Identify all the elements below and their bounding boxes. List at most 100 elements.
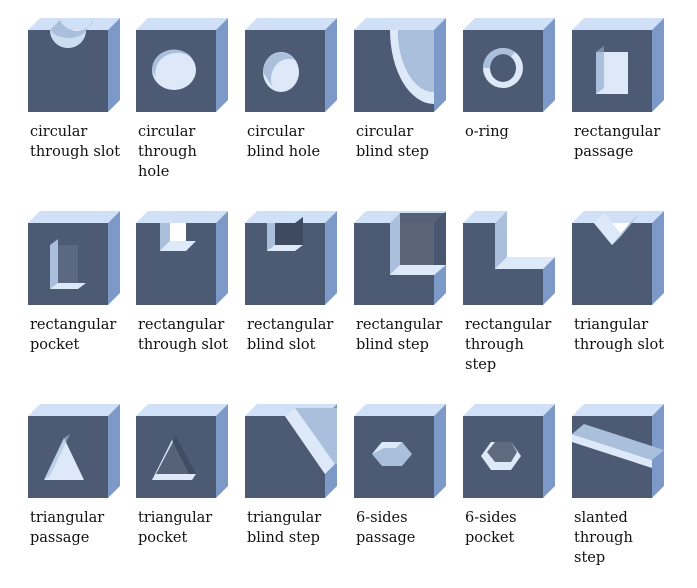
feature-label-line: through slot — [30, 144, 121, 160]
feature-label: triangular blind step — [247, 508, 357, 548]
feature-label-line: hole — [138, 164, 170, 180]
feature-label-line: pocket — [465, 530, 515, 546]
block-rectangular-blind-slot-icon — [245, 211, 337, 305]
side-face — [325, 18, 337, 112]
side-face — [543, 18, 555, 112]
feature-label-line: 6-sides — [465, 510, 517, 526]
top-face — [28, 211, 120, 223]
feature-label-line: blind step — [356, 337, 429, 353]
feature-label-line: rectangular — [465, 317, 552, 333]
feature-label-line: passage — [574, 144, 634, 160]
block-circular-through-slot-icon — [28, 18, 120, 112]
top-face — [463, 18, 555, 30]
feature-item-triangular-blind-step: triangular blind step — [245, 398, 357, 588]
feature-label-line: blind hole — [247, 144, 321, 160]
feature-label-line: through — [465, 337, 524, 353]
feature-label-line: rectangular — [138, 317, 225, 333]
top-face — [463, 404, 555, 416]
side-face — [216, 18, 228, 112]
feature-label-line: through slot — [138, 337, 229, 353]
feature-label: circular blind hole — [247, 122, 357, 162]
feature-label-line: circular — [30, 124, 88, 140]
feature-label: circular through slot — [30, 122, 140, 162]
feature-item-circular-blind-hole: circular blind hole — [245, 12, 357, 202]
feature-label-line: through slot — [574, 337, 665, 353]
feature-label-line: pocket — [30, 337, 80, 353]
feature-item-slanted-through-step: slanted through step — [572, 398, 684, 588]
feature-label-line: triangular — [138, 510, 213, 526]
block-circular-blind-step-icon — [354, 18, 446, 112]
block-rectangular-through-step-icon — [463, 211, 555, 305]
feature-label: slanted through step — [574, 508, 684, 568]
feature-label-line: through — [138, 144, 197, 160]
top-face — [136, 404, 228, 416]
feature-label-line: circular — [138, 124, 196, 140]
feature-item-o-ring: o-ring — [463, 12, 575, 202]
feature-label-line: circular — [356, 124, 414, 140]
feature-label-line: slanted — [574, 510, 628, 526]
feature-label-line: rectangular — [30, 317, 117, 333]
feature-label: rectangular through step — [465, 315, 575, 375]
block-triangular-passage-icon — [28, 404, 120, 498]
feature-label-line: blind step — [247, 530, 320, 546]
block-triangular-pocket-icon — [136, 404, 228, 498]
feature-item-rectangular-through-slot: rectangular through slot — [136, 205, 248, 395]
feature-label-line: triangular — [30, 510, 105, 526]
feature-item-triangular-through-slot: triangular through slot — [572, 205, 684, 395]
feature-label: circular through hole — [138, 122, 248, 182]
top-face — [136, 18, 228, 30]
top-face — [245, 18, 337, 30]
feature-label: 6-sides pocket — [465, 508, 575, 548]
block-rectangular-passage-icon — [572, 18, 664, 112]
side-face — [543, 404, 555, 498]
block-o-ring-icon — [463, 18, 555, 112]
feature-item-circular-blind-step: circular blind step — [354, 12, 466, 202]
side-face — [108, 211, 120, 305]
feature-item-rectangular-pocket: rectangular pocket — [28, 205, 140, 395]
side-face — [652, 18, 664, 112]
feature-item-triangular-passage: triangular passage — [28, 398, 140, 588]
side-face — [216, 404, 228, 498]
block-triangular-blind-step-icon — [245, 404, 337, 498]
side-face — [434, 404, 446, 498]
feature-item-circular-through-slot: circular through slot — [28, 12, 140, 202]
block-circular-through-hole-icon — [136, 18, 228, 112]
feature-label-line: o-ring — [465, 124, 509, 140]
feature-label-line: passage — [356, 530, 416, 546]
feature-item-circular-through-hole: circular through hole — [136, 12, 248, 202]
top-face — [354, 404, 446, 416]
feature-item-rectangular-passage: rectangular passage — [572, 12, 684, 202]
block-circular-blind-hole-icon — [245, 18, 337, 112]
feature-label-line: rectangular — [574, 124, 661, 140]
feature-label: circular blind step — [356, 122, 466, 162]
feature-label-line: passage — [30, 530, 90, 546]
block-triangular-through-slot-icon — [572, 211, 664, 305]
feature-item-6-sides-pocket: 6-sides pocket — [463, 398, 575, 588]
feature-label-line: circular — [247, 124, 305, 140]
feature-label-line: triangular — [574, 317, 649, 333]
block-rectangular-through-slot-icon — [136, 211, 228, 305]
block-rectangular-pocket-icon — [28, 211, 120, 305]
feature-label-line: through — [574, 530, 633, 546]
top-face — [572, 18, 664, 30]
feature-label: rectangular through slot — [138, 315, 248, 355]
side-face — [108, 404, 120, 498]
feature-item-rectangular-through-step: rectangular through step — [463, 205, 575, 395]
block-6-sides-passage-icon — [354, 404, 446, 498]
block-6-sides-pocket-icon — [463, 404, 555, 498]
feature-label-line: step — [465, 357, 497, 373]
top-face — [28, 404, 120, 416]
feature-label-line: rectangular — [247, 317, 334, 333]
feature-label-line: 6-sides — [356, 510, 408, 526]
feature-label: rectangular passage — [574, 122, 684, 162]
feature-label-line: blind step — [356, 144, 429, 160]
feature-label-line: triangular — [247, 510, 322, 526]
block-slanted-through-step-icon — [572, 404, 664, 498]
feature-label-line: step — [574, 550, 606, 566]
